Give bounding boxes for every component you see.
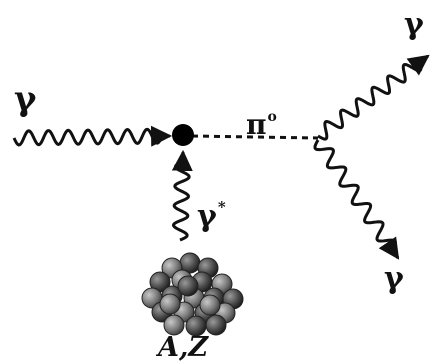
outgoing-photon-bottom-line <box>313 139 400 260</box>
outgoing-photon-bottom-label: γ <box>384 261 404 296</box>
virtual-photon-marker: * <box>217 198 226 216</box>
pion-label: πo <box>246 110 277 139</box>
interaction-vertex <box>172 124 194 146</box>
virtual-photon-symbol: γ <box>197 199 217 234</box>
incoming-photon-line <box>12 125 173 147</box>
nucleus-icon <box>141 252 244 337</box>
outgoing-photon-top-line <box>317 54 430 141</box>
nucleus-label: A,Z <box>158 332 209 363</box>
pion-charge: o <box>267 109 277 125</box>
virtual-photon-label: γ* <box>197 200 226 232</box>
nucleon <box>159 293 181 315</box>
nucleon <box>205 314 227 336</box>
outgoing-photon-top-label: γ <box>404 7 424 42</box>
incoming-photon-label: γ <box>14 79 37 119</box>
nucleon <box>177 275 199 297</box>
nucleon <box>163 314 185 336</box>
virtual-photon-line <box>171 149 193 242</box>
pion-symbol: π <box>246 108 267 141</box>
nucleon <box>199 294 221 316</box>
